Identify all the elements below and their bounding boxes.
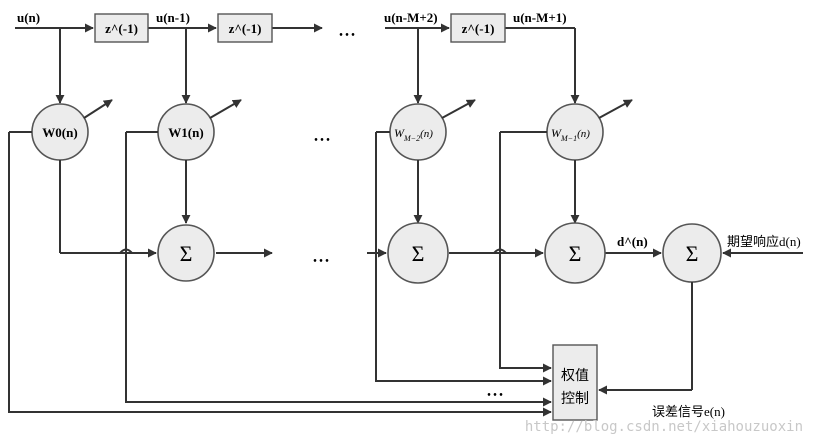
error-feedback-line (598, 282, 693, 395)
weight-node-w1: W1(n) (157, 99, 242, 161)
signal-label-u-n-m-1: u(n-M+1) (513, 10, 567, 25)
weight-control-block (552, 344, 598, 421)
weight-output-lines (59, 160, 580, 258)
summer-m-2: Σ (387, 222, 449, 284)
delay-block-3-label: z^(-1) (462, 21, 495, 36)
weight-control-label-line1: 权值 (561, 368, 589, 384)
weight-node-w0: W0(n) (31, 99, 113, 161)
error-summer-symbol: Σ (686, 241, 699, 266)
control-input-lines (8, 132, 552, 417)
ellipsis-control: • • • (487, 390, 503, 401)
delay-block-1-label: z^(-1) (105, 21, 138, 36)
weight-label-w-m-2: WM−2(n) (394, 126, 433, 143)
summer-1-symbol: Σ (180, 241, 193, 266)
weight-label-w-m-1: WM−1(n) (551, 126, 590, 143)
weight-node-w-m-2: WM−2(n) (389, 99, 476, 161)
tap-lines (55, 28, 580, 104)
weight-control-label-line2: 控制 (561, 391, 589, 407)
ellipsis-top: • • • (339, 30, 355, 41)
ellipsis-sum-chain: • • • (313, 256, 329, 267)
weight-label-w1: W1(n) (168, 125, 203, 140)
error-signal-label: 误差信号e(n) (652, 404, 725, 419)
signal-label-u-n-m-2: u(n-M+2) (384, 10, 438, 25)
summer-m-1-symbol: Σ (569, 241, 582, 266)
delay-block-2-label: z^(-1) (229, 21, 262, 36)
signal-label-u-n-1: u(n-1) (156, 10, 190, 25)
ellipsis-middle: • • • (314, 135, 330, 146)
delay-block-1 (94, 13, 149, 43)
summer-m-1: Σ (544, 222, 606, 284)
weight-label-w0: W0(n) (42, 125, 77, 140)
wire-crossing-hops (119, 248, 507, 254)
error-summer: Σ (662, 223, 722, 283)
desired-response-label: 期望响应d(n) (727, 234, 801, 249)
weight-node-w-m-1: WM−1(n) (546, 99, 633, 161)
estimate-label-d-hat: d^(n) (617, 234, 648, 249)
summer-m-2-symbol: Σ (412, 241, 425, 266)
summer-1: Σ (157, 224, 215, 282)
signal-label-u-n: u(n) (17, 10, 40, 25)
delay-block-2 (217, 13, 273, 43)
delay-block-3 (450, 13, 506, 43)
watermark: http://blog.csdn.net/xiahouzuoxin (525, 419, 803, 435)
